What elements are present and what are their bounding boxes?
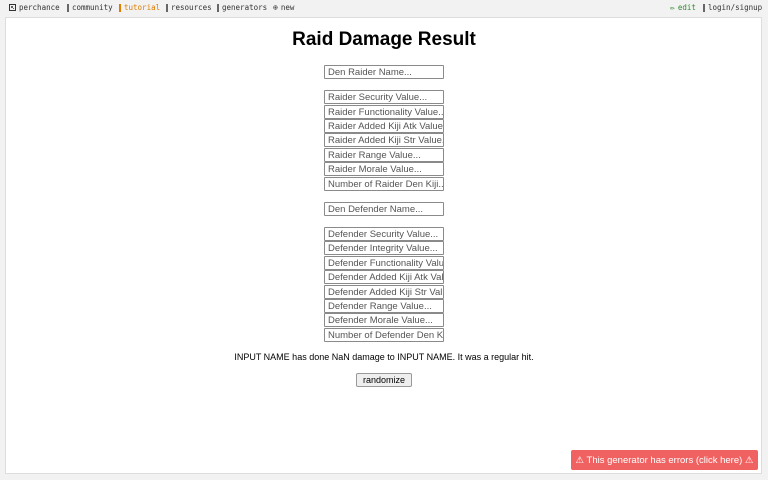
plus-circle-icon: ⊕ [273, 3, 278, 12]
bar-icon [166, 3, 168, 12]
nav-edit[interactable]: ✏ edit [670, 3, 696, 12]
error-notice-button[interactable]: ⚠ This generator has errors (click here)… [571, 450, 758, 470]
defender-kiji-atk-input[interactable] [324, 270, 444, 284]
raider-kiji-atk-input[interactable] [324, 119, 444, 133]
nav-resources-label: resources [171, 3, 212, 12]
defender-name-input[interactable] [324, 202, 444, 216]
top-nav-bar: perchance community tutorial resources g… [0, 0, 768, 16]
raider-functionality-input[interactable] [324, 105, 444, 119]
pencil-icon: ✏ [670, 3, 675, 12]
bar-icon [703, 3, 705, 12]
nav-generators[interactable]: generators [217, 3, 267, 12]
nav-community-label: community [72, 3, 113, 12]
nav-login-label: login/signup [708, 3, 763, 12]
nav-perchance-label: perchance [19, 3, 60, 12]
page-title: Raid Damage Result [292, 29, 476, 50]
nav-new-label: new [280, 3, 295, 12]
nav-perchance[interactable]: perchance [9, 3, 60, 12]
raider-name-input[interactable] [324, 65, 444, 79]
raider-security-input[interactable] [324, 90, 444, 104]
defender-kiji-str-input[interactable] [324, 285, 444, 299]
defender-morale-input[interactable] [324, 313, 444, 327]
nav-edit-label: edit [677, 3, 696, 12]
defender-range-input[interactable] [324, 299, 444, 313]
defender-integrity-input[interactable] [324, 241, 444, 255]
nav-community[interactable]: community [67, 3, 113, 12]
raider-morale-input[interactable] [324, 162, 444, 176]
nav-login[interactable]: login/signup [703, 3, 762, 12]
defender-security-input[interactable] [324, 227, 444, 241]
nav-resources[interactable]: resources [166, 3, 212, 12]
raider-range-input[interactable] [324, 148, 444, 162]
randomize-button[interactable]: randomize [356, 373, 412, 387]
nav-tutorial-label: tutorial [124, 3, 161, 12]
nav-tutorial[interactable]: tutorial [119, 3, 160, 12]
raider-kiji-str-input[interactable] [324, 133, 444, 147]
bar-icon [119, 3, 121, 12]
nav-new[interactable]: ⊕ new [273, 3, 294, 12]
bar-icon [217, 3, 219, 12]
defender-kiji-count-input[interactable] [324, 328, 444, 342]
raider-kiji-count-input[interactable] [324, 177, 444, 191]
defender-functionality-input[interactable] [324, 256, 444, 270]
bar-icon [67, 3, 69, 12]
nav-generators-label: generators [222, 3, 268, 12]
result-text: INPUT NAME has done NaN damage to INPUT … [234, 352, 534, 362]
dice-icon [9, 4, 16, 11]
